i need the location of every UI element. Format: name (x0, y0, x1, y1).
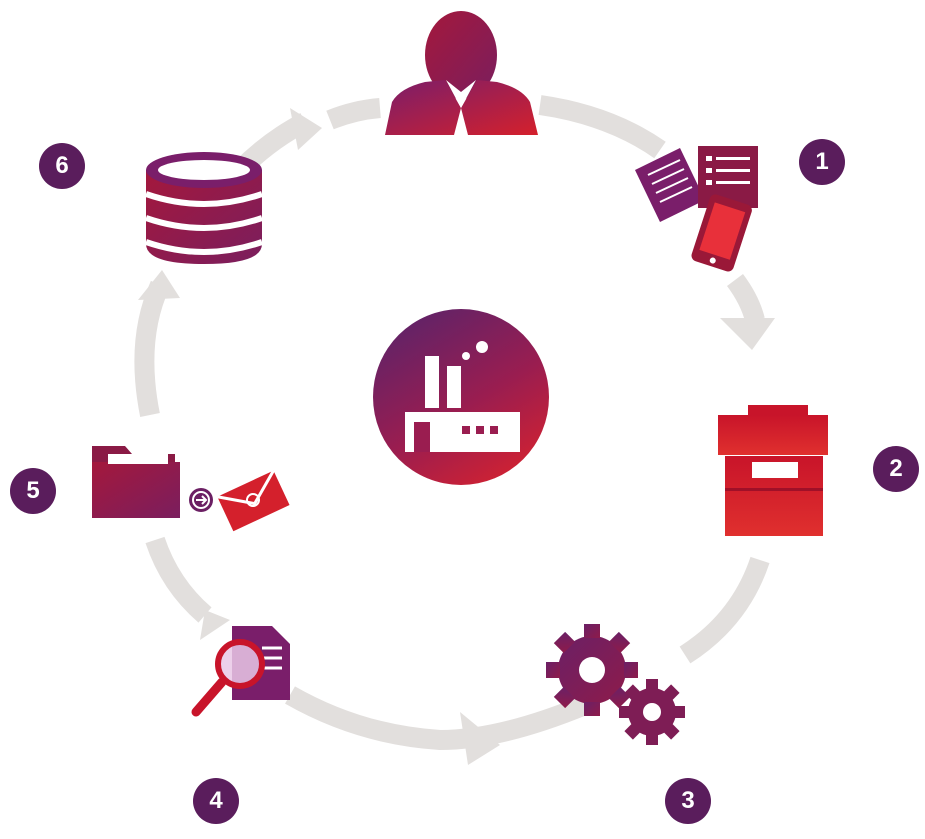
arrow-step4-to-step5 (145, 536, 212, 623)
arrowhead-step4 (460, 712, 500, 765)
multifunction-printer-icon (718, 405, 828, 536)
arrowhead-step3-entry (200, 610, 230, 640)
document-search-icon (191, 626, 290, 717)
arrow-step1-to-step2 (726, 274, 765, 323)
folder-and-email-icon (92, 446, 290, 532)
step-badge-4: 4 (193, 778, 239, 824)
arrow-step2-to-step3 (679, 556, 770, 664)
arrow-step5-to-step6 (134, 280, 170, 417)
step-badge-3: 3 (665, 778, 711, 824)
arrow-heads (138, 108, 775, 765)
user-icon (385, 11, 538, 135)
arrowhead-step2 (720, 318, 775, 350)
step-badge-1: 1 (799, 139, 845, 185)
step-badge-2: 2 (873, 446, 919, 492)
database-icon (145, 152, 263, 264)
arrow-step3-to-step4 (285, 686, 589, 751)
documents-and-mobile-icon (635, 146, 758, 272)
arrowhead-step5 (138, 270, 180, 300)
arrow-top-left-tail (326, 98, 381, 130)
arrowhead-step6 (290, 108, 322, 150)
gears-icon (546, 624, 685, 745)
factory-icon (373, 309, 549, 485)
arrow-top-to-step1 (538, 95, 666, 159)
step-badge-5: 5 (10, 468, 56, 514)
step-badge-6: 6 (39, 143, 85, 189)
